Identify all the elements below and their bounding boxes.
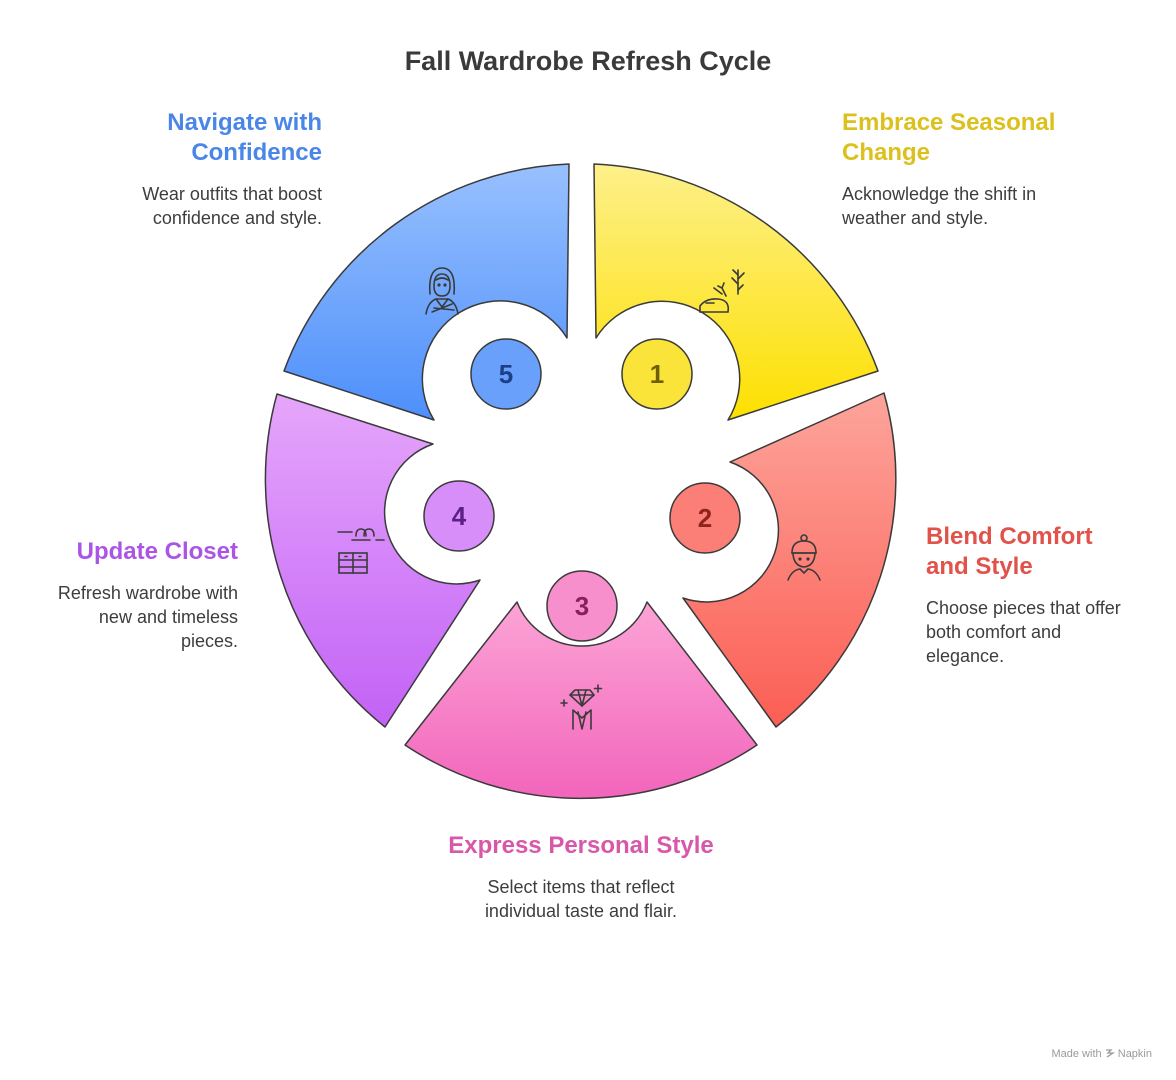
- person-beanie-icon: [787, 534, 821, 581]
- page-title: Fall Wardrobe Refresh Cycle: [404, 46, 772, 76]
- diamond-suit-icon: [560, 684, 603, 730]
- napkin-logo-icon: [1105, 1048, 1115, 1060]
- svg-text:4: 4: [452, 501, 467, 531]
- svg-text:3: 3: [575, 591, 589, 621]
- svg-text:1: 1: [650, 359, 664, 389]
- step-3-number: 3: [546, 570, 618, 642]
- step-3-label: Express Personal Style Select items that…: [381, 831, 781, 923]
- step-5-number: 5: [470, 338, 542, 410]
- segment-1: [593, 163, 879, 421]
- step-2-number: 2: [669, 482, 741, 554]
- step-4-number: 4: [423, 480, 495, 552]
- step-4-title: Update Closet: [76, 538, 238, 565]
- confident-woman-icon: [425, 267, 459, 315]
- segment-4: [264, 393, 481, 728]
- hanger-dresser-icon: [337, 528, 385, 574]
- napkin-brand-text: Napkin: [1117, 1048, 1152, 1060]
- step-3-title: Express Personal Style: [448, 832, 714, 859]
- svg-text:5: 5: [499, 359, 513, 389]
- svg-text:2: 2: [698, 503, 712, 533]
- plant-shoe-icon: [699, 269, 745, 313]
- made-with-text: Made with: [1051, 1048, 1102, 1060]
- segment-2: [682, 392, 897, 728]
- step-1-number: 1: [621, 338, 693, 410]
- segment-5: [283, 163, 570, 421]
- segment-3: [404, 601, 758, 800]
- made-with-napkin-footer[interactable]: Made with Napkin: [1051, 1048, 1152, 1060]
